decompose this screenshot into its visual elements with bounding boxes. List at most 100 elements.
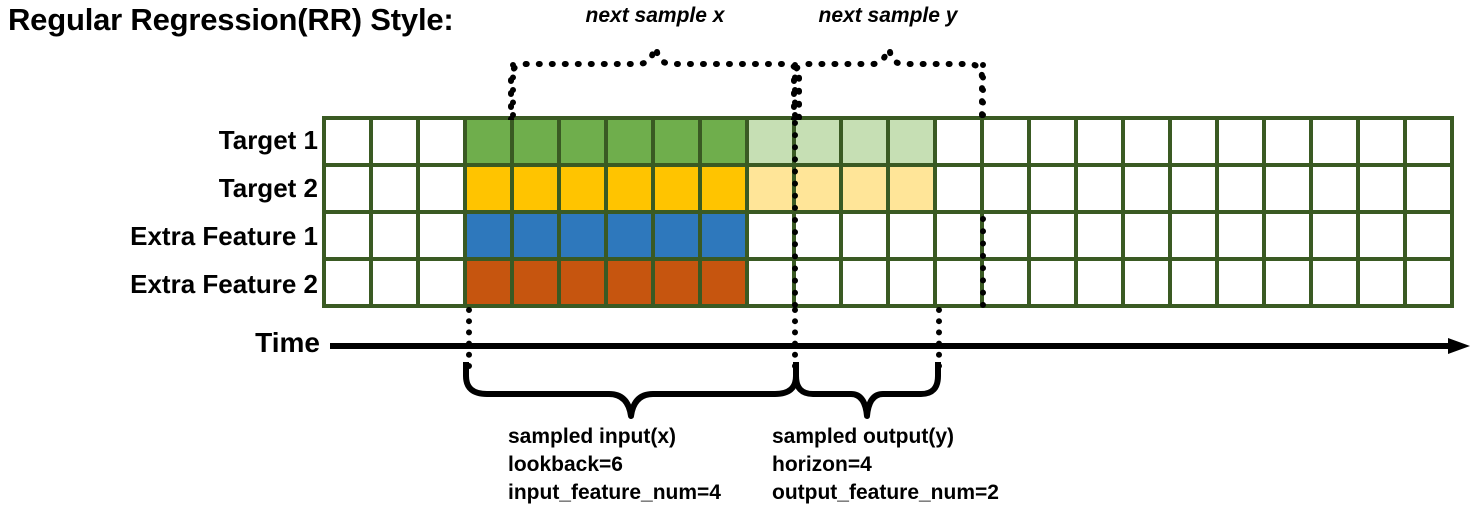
grid-cell <box>326 167 369 210</box>
guide-line-input-end-bottom <box>792 307 798 369</box>
grid-cell <box>608 214 651 257</box>
guide-line-input-start-bottom <box>466 307 472 369</box>
grid-cell <box>420 261 463 304</box>
grid-cell <box>890 214 933 257</box>
grid-cell <box>608 120 651 163</box>
grid-cell <box>1078 120 1121 163</box>
grid-cell <box>1266 214 1309 257</box>
grid-cell <box>467 261 510 304</box>
time-axis-label: Time <box>255 327 320 358</box>
grid-cell <box>373 261 416 304</box>
grid-cell <box>1360 214 1403 257</box>
brace-next-sample-x <box>508 49 802 120</box>
grid-cell <box>1407 261 1450 304</box>
grid-cell <box>420 214 463 257</box>
grid-cell <box>843 214 886 257</box>
grid-cell <box>702 167 745 210</box>
grid-cell <box>514 167 557 210</box>
grid-row-target-1 <box>326 120 1450 163</box>
grid-cell <box>1219 214 1262 257</box>
page-title: Regular Regression(RR) Style: <box>8 2 454 37</box>
grid-cell <box>1219 261 1262 304</box>
grid-cell <box>1360 167 1403 210</box>
guide-line-output-end-bottom <box>936 307 942 369</box>
grid-cell <box>1125 167 1168 210</box>
grid-cell <box>937 214 980 257</box>
grid-cell <box>1031 214 1074 257</box>
grid-cell <box>890 261 933 304</box>
grid-cell <box>420 120 463 163</box>
grid-cell <box>655 214 698 257</box>
grid-cell <box>702 214 745 257</box>
grid-cell <box>326 214 369 257</box>
grid-cell <box>1078 167 1121 210</box>
grid-cell <box>326 261 369 304</box>
grid-cell <box>373 167 416 210</box>
row-label-target-1: Target 1 <box>218 125 318 155</box>
annotation-sampled-output: sampled output(y) horizon=4 output_featu… <box>772 423 999 507</box>
grid-cell <box>1031 120 1074 163</box>
grid-cell <box>984 167 1027 210</box>
grid-cell <box>749 167 792 210</box>
guide-line-output-end-mid <box>980 216 986 308</box>
grid-cell <box>1219 167 1262 210</box>
grid-row-extra-feature-1 <box>326 214 1450 257</box>
grid-cell <box>796 167 839 210</box>
grid-cell <box>937 261 980 304</box>
grid-cell <box>420 167 463 210</box>
grid-cell <box>514 120 557 163</box>
annotation-sampled-output-feature-num: output_feature_num=2 <box>772 481 999 504</box>
grid-cell <box>1266 261 1309 304</box>
guide-line-input-start-top <box>510 62 516 118</box>
grid-cell <box>984 261 1027 304</box>
guide-line-input-end-mid <box>792 120 798 308</box>
grid-cell <box>561 120 604 163</box>
grid-row-target-2 <box>326 167 1450 210</box>
grid-cell <box>1078 214 1121 257</box>
grid-cell <box>749 261 792 304</box>
label-next-sample-y: next sample y <box>818 4 958 27</box>
grid-cell <box>1219 120 1262 163</box>
row-label-target-2: Target 2 <box>218 173 318 203</box>
grid-cell <box>655 167 698 210</box>
grid-cell <box>1313 167 1356 210</box>
grid-cell <box>326 120 369 163</box>
grid-cell <box>1172 261 1215 304</box>
grid-cell <box>1266 167 1309 210</box>
grid-cell <box>702 261 745 304</box>
grid-cell <box>984 214 1027 257</box>
grid-cell <box>702 120 745 163</box>
grid-cell <box>467 214 510 257</box>
grid-cell <box>1125 214 1168 257</box>
grid-cell <box>937 120 980 163</box>
grid-cell <box>796 261 839 304</box>
grid-cell <box>1407 214 1450 257</box>
grid-cell <box>1172 214 1215 257</box>
grid-cell <box>890 120 933 163</box>
grid-cell <box>1313 261 1356 304</box>
grid-cell <box>1031 261 1074 304</box>
grid-cell <box>655 261 698 304</box>
grid-cell <box>937 167 980 210</box>
grid-cell <box>843 120 886 163</box>
grid-cell <box>1313 120 1356 163</box>
annotation-sampled-input-feature-num: input_feature_num=4 <box>508 481 721 504</box>
brace-next-sample-y <box>791 49 985 120</box>
grid-cell <box>1078 261 1121 304</box>
brace-sampled-input <box>463 362 799 419</box>
annotation-sampled-output-title: sampled output(y) <box>772 425 954 448</box>
grid-cell <box>608 261 651 304</box>
grid-cell <box>1407 120 1450 163</box>
annotation-sampled-input-lookback: lookback=6 <box>508 453 623 476</box>
annotation-sampled-input: sampled input(x) lookback=6 input_featur… <box>508 423 721 507</box>
annotation-sampled-output-horizon: horizon=4 <box>772 453 872 476</box>
grid-cell <box>796 214 839 257</box>
grid-cell <box>655 120 698 163</box>
grid-cell <box>890 167 933 210</box>
guide-line-input-end-top <box>792 62 798 118</box>
grid-cell <box>373 120 416 163</box>
grid-cell <box>1172 167 1215 210</box>
grid-cell <box>1407 167 1450 210</box>
grid-row-extra-feature-2 <box>326 261 1450 304</box>
